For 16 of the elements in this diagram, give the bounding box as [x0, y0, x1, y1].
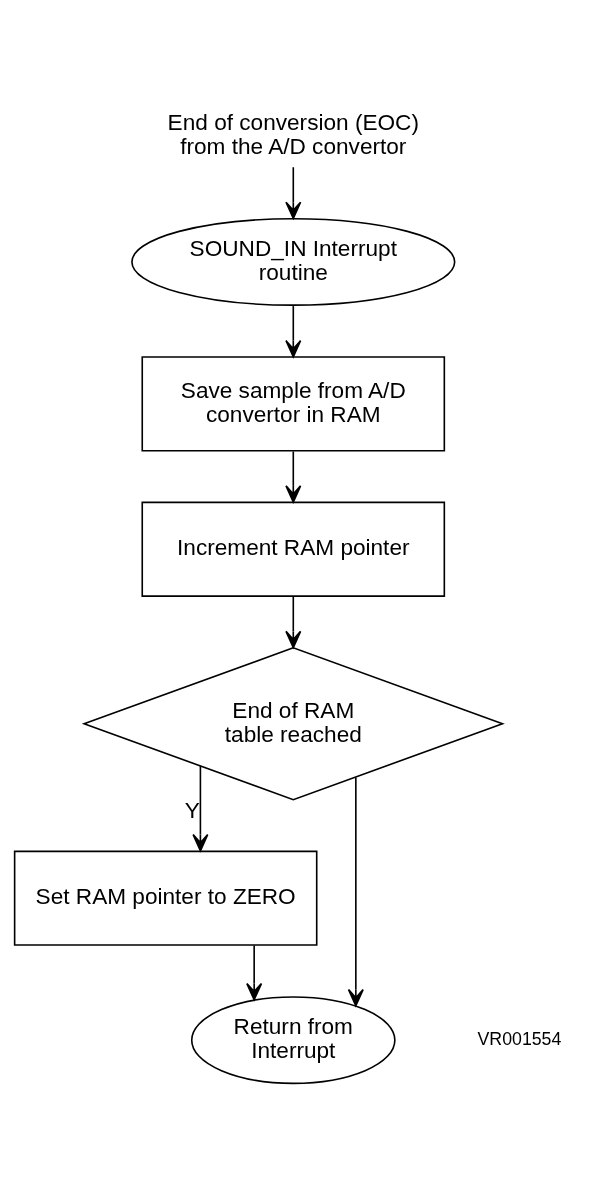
- node-box: Save sample from A/D convertor in RAM: [141, 355, 446, 452]
- arrow: [285, 450, 302, 503]
- node-text: End of conversion (EOC) from the A/D convertor: [167, 109, 419, 159]
- arrow: [246, 944, 263, 1001]
- arrow: [192, 764, 209, 852]
- edge-label: Y: [184, 797, 200, 823]
- arrow: [285, 304, 302, 358]
- arrow: [285, 165, 302, 219]
- node-box: Increment RAM pointer: [141, 501, 446, 597]
- label: VR001554: [477, 1028, 562, 1049]
- node-diamond: End of RAM table reached: [81, 646, 505, 800]
- node-box: Set RAM pointer to ZERO: [13, 850, 318, 946]
- node-ellipse: SOUND_IN Interrupt routine: [131, 217, 456, 306]
- node-ellipse: Return from Interrupt: [190, 995, 396, 1084]
- arrow: [285, 595, 302, 648]
- arrow: [347, 776, 364, 1007]
